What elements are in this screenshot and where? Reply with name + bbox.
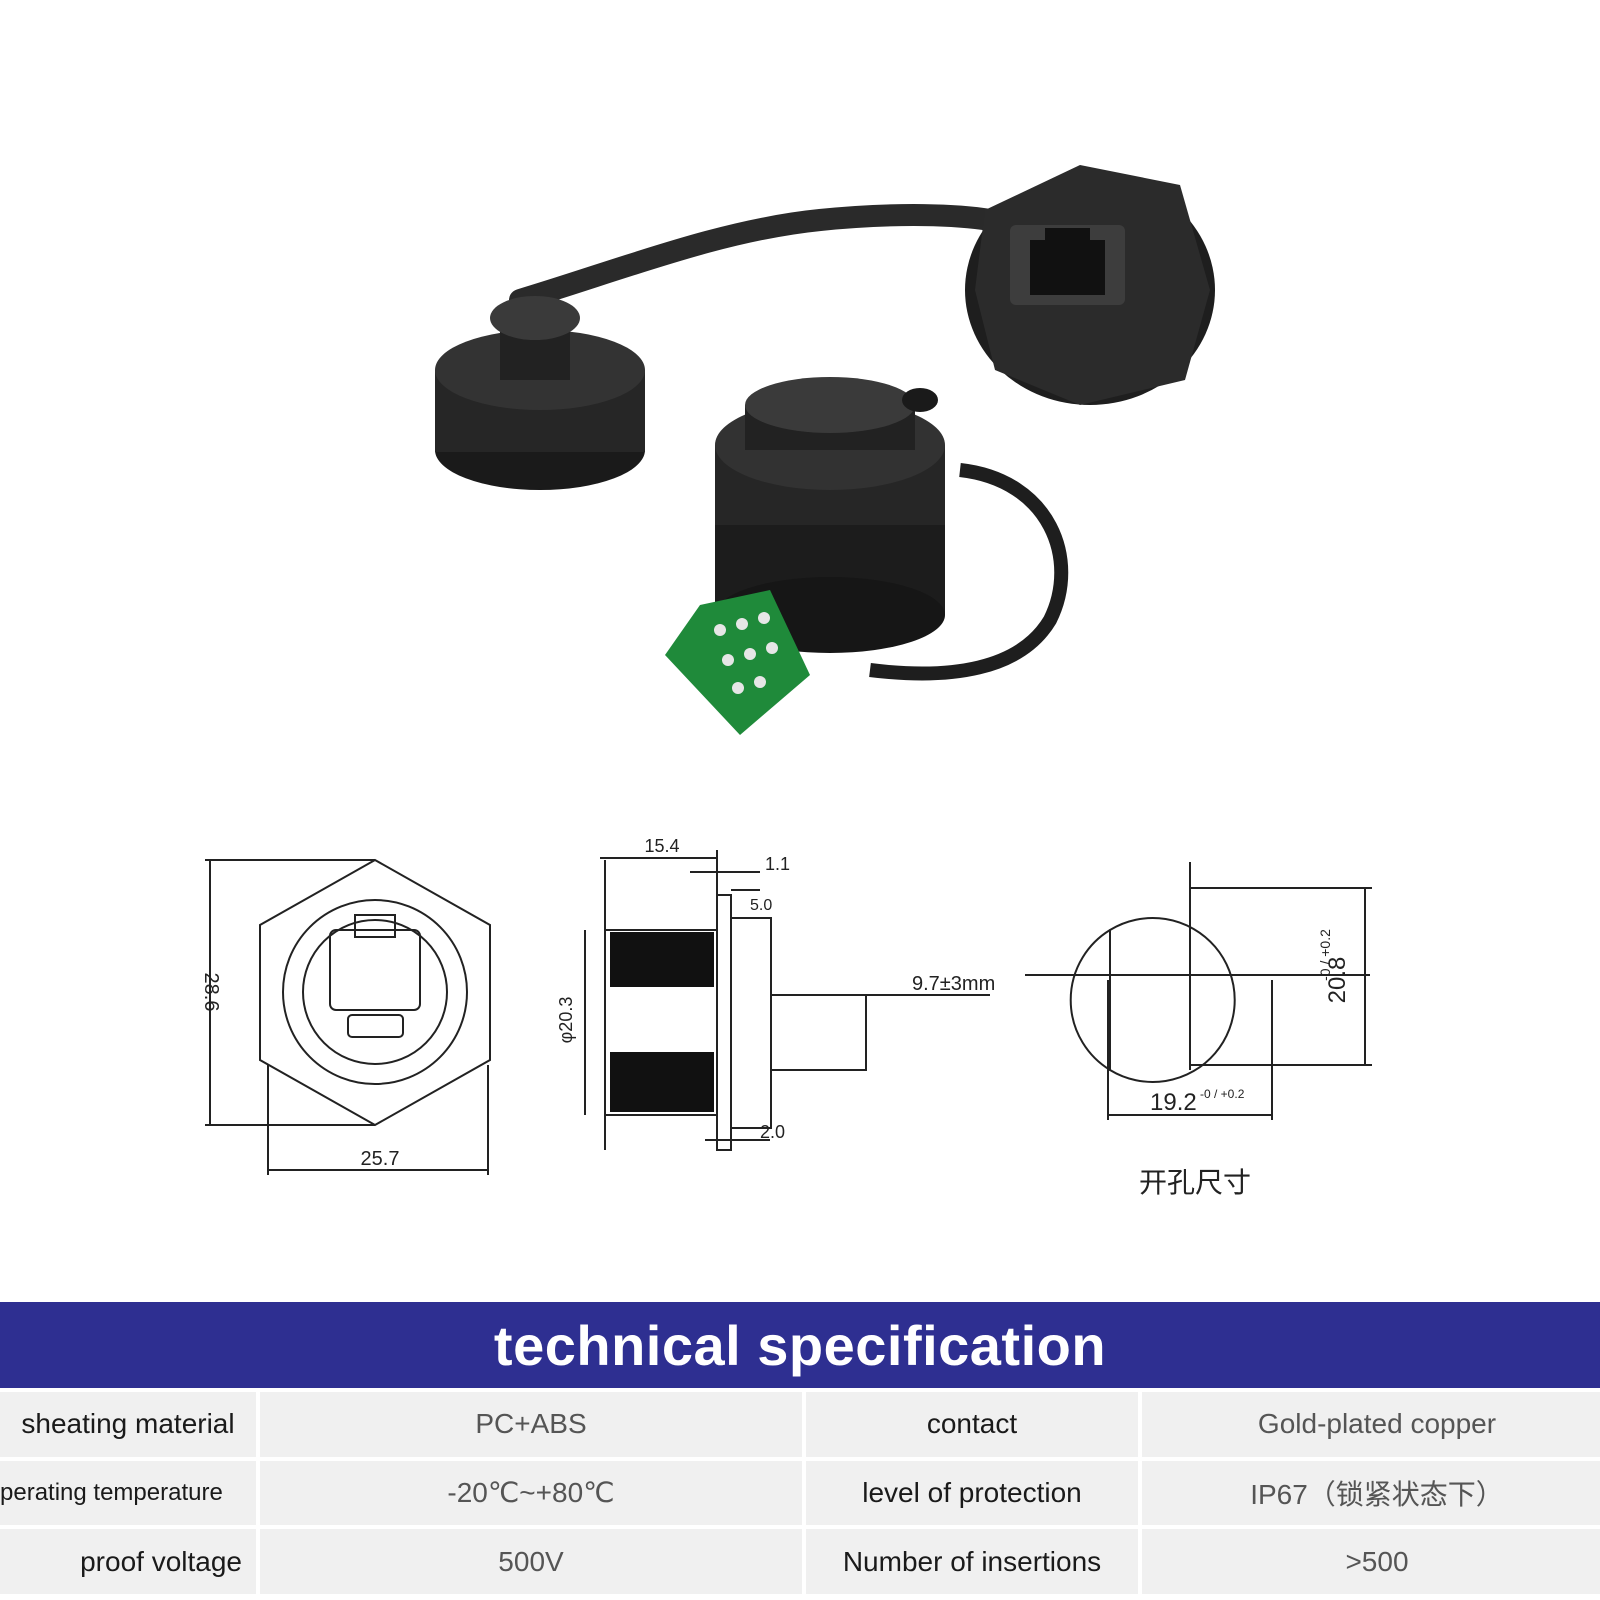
spec-label-proof-voltage: proof voltage <box>0 1529 256 1594</box>
side-flange-dim: 1.1 <box>765 854 790 874</box>
front-width-dim: 25.7 <box>361 1148 400 1170</box>
rj45-socket-rear <box>965 165 1215 405</box>
spec-label-operating-temperature: perating temperature <box>0 1460 256 1526</box>
spec-label-contact: contact <box>806 1392 1138 1457</box>
spec-title: technical specification <box>493 1313 1107 1377</box>
cutout-height-dim: 20.8 <box>1324 957 1351 1004</box>
side-top-dim: 15.4 <box>644 836 679 856</box>
cutout-height-tol: -0 / +0.2 <box>1317 929 1333 981</box>
spec-label-sheating-material: sheating material <box>0 1392 256 1457</box>
spec-value-proof-voltage: 500V <box>260 1529 802 1594</box>
spec-value-sheating-material: PC+ABS <box>260 1392 802 1457</box>
front-height-dim: 28.6 <box>200 973 222 1012</box>
cap-lanyard-strap <box>509 204 1001 311</box>
pcb-board <box>665 590 810 735</box>
product-photo <box>435 165 1215 735</box>
spec-value-contact: Gold-plated copper <box>1142 1392 1600 1457</box>
side-panel-dim: 5.0 <box>750 897 772 914</box>
spec-table: sheating material PC+ABS contact Gold-pl… <box>0 1388 1600 1594</box>
thread-hatching <box>610 932 714 1112</box>
spec-value-insertions: >500 <box>1142 1529 1600 1594</box>
side-diameter-dim: φ20.3 <box>556 997 576 1044</box>
side-pcb-dim: 9.7±3mm <box>912 973 995 995</box>
spec-value-protection-level: IP67（锁紧状态下） <box>1142 1460 1600 1526</box>
cutout-width-tol: -0 / +0.2 <box>1200 1087 1245 1101</box>
side-bottom-dim: 2.0 <box>760 1122 785 1142</box>
spec-value-operating-temperature: -20℃~+80℃ <box>260 1460 802 1526</box>
spec-label-protection-level: level of protection <box>806 1460 1138 1526</box>
technical-drawings: 28.6 25.7 15.4 1.1 5.0 φ20.3 9.7±3mm 2.0… <box>200 836 1372 1198</box>
spec-label-insertions: Number of insertions <box>806 1529 1138 1594</box>
cutout-width-dim: 19.2 <box>1150 1089 1197 1116</box>
dust-cap <box>435 296 645 490</box>
cutout-caption: 开孔尺寸 <box>1139 1167 1251 1198</box>
cutout-view <box>1025 862 1372 1120</box>
side-view <box>584 850 990 1151</box>
front-view <box>205 858 491 1175</box>
spec-banner: technical specification <box>0 1302 1600 1388</box>
